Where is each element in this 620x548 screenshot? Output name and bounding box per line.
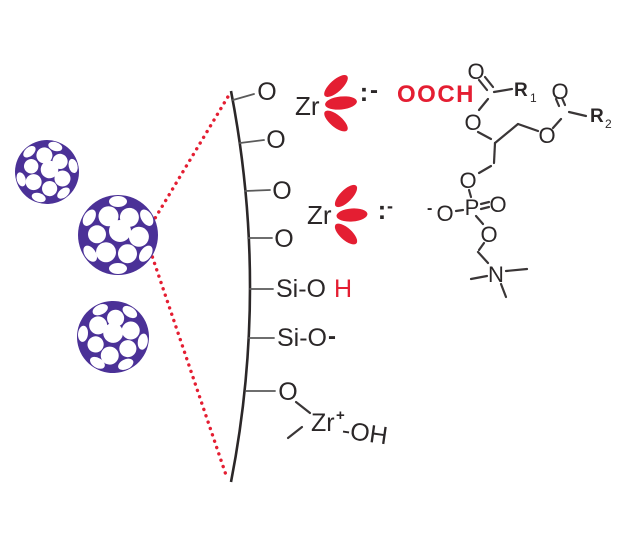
c1-double-bond [483,75,495,89]
dotted-line-top [143,93,231,237]
c4-r2-bond [567,110,588,118]
c3-o-bond [516,122,540,133]
ester2-oxygen: O [538,123,555,148]
zr-label: Zr [295,91,320,121]
r2-subscript: 2 [605,117,612,131]
surface-oxygen-label: O [266,126,285,154]
zr-plus-charge: + [336,407,345,424]
o-c4-bond [551,117,563,130]
lone-pair-symbol: : [378,195,387,225]
silica-particle-bottom [65,289,161,385]
surface-bond [244,189,271,192]
dotted-line-bottom [144,236,229,480]
surface-oxygen-label: O [272,177,291,205]
phospholipid-structure: O R 1 O O O R 2 O P O O - O [427,59,612,299]
p-o-left-bond [454,208,465,213]
ester1-oxygen: O [464,110,481,135]
zr-stub-bond [286,425,304,440]
zr-orbital-lobe-icon [334,223,358,245]
zr-label: Zr [307,200,332,230]
o-zr-bond [294,400,312,415]
surface-zr-label: Zr [311,409,335,437]
siloxide-bond-dash: - [328,323,336,350]
p-o-down-bond [474,214,485,226]
r2-label: R [590,106,604,127]
zr-orbital-lobe-icon [324,110,348,132]
zr-orbital-lobe-icon [324,75,348,97]
silica-particle-middle [78,195,158,275]
o-c2-bond [476,130,493,141]
c4-double-bond [560,96,567,107]
surface-groups: O O O O Si-O H Si-O - O Zr + -OH [232,78,389,450]
c6-n-bond [476,250,490,265]
o-p-bond [467,188,473,199]
n-methyl-bond [469,274,489,281]
surface-oxygen-label: O [274,225,293,253]
c1-double-bond [477,78,489,92]
phosphate-left-oxygen: O [436,201,453,226]
zr-site-phosphate: Zr : - [307,184,393,245]
silanol-label: Si-O [276,275,326,303]
particle-surface-arc [229,90,252,483]
lone-pair-symbol: : [360,77,369,107]
surface-oxygen-label: O [257,78,276,106]
nitrogen-label: N [488,262,504,287]
n-methyl-bond [499,282,508,299]
surface-bond [239,139,265,144]
silica-particle-top-left [6,131,88,213]
carboxylate-label: OOCH [397,81,475,108]
c1-r1-bond [492,87,514,94]
carbonyl2-oxygen: O [551,79,568,104]
surface-oxygen-label: O [278,378,297,406]
n-methyl-bond [504,267,529,273]
siloxide-label: Si-O [277,324,327,352]
r1-label: R [514,80,528,101]
negative-charge: - [370,77,378,104]
carbonyl1-oxygen: O [467,59,484,84]
zr-orbital-lobe-icon [325,96,357,110]
negative-charge: - [387,196,393,216]
o-c6-bond [477,241,486,252]
c5-o-bond [477,164,493,175]
phosphorus-label: P [465,195,480,220]
p-double-bond [479,205,491,211]
zr-orbital-lobe-icon [336,208,368,222]
zr-site-carboxylate: Zr : - OOCH [295,75,475,132]
r1-subscript: 1 [530,91,537,105]
silanol-h-label: H [334,275,352,303]
c4-double-bond [554,97,561,108]
surface-bond [232,93,255,101]
phosphate-right-oxygen: O [489,192,506,217]
phosphate-top-oxygen: O [459,168,476,193]
phosphate-negative-charge: - [427,200,432,217]
magnifier-dotted-lines [143,93,231,480]
zr-orbital-lobe-icon [334,184,358,208]
phosphate-down-oxygen: O [480,222,497,247]
silica-particles [6,131,161,385]
zr-hydroxyl-label: -OH [340,416,389,450]
c2-c5-bond [492,141,497,165]
c1-o-bond [477,97,490,112]
p-double-bond [479,200,491,206]
c2-c3-bond [493,122,520,145]
